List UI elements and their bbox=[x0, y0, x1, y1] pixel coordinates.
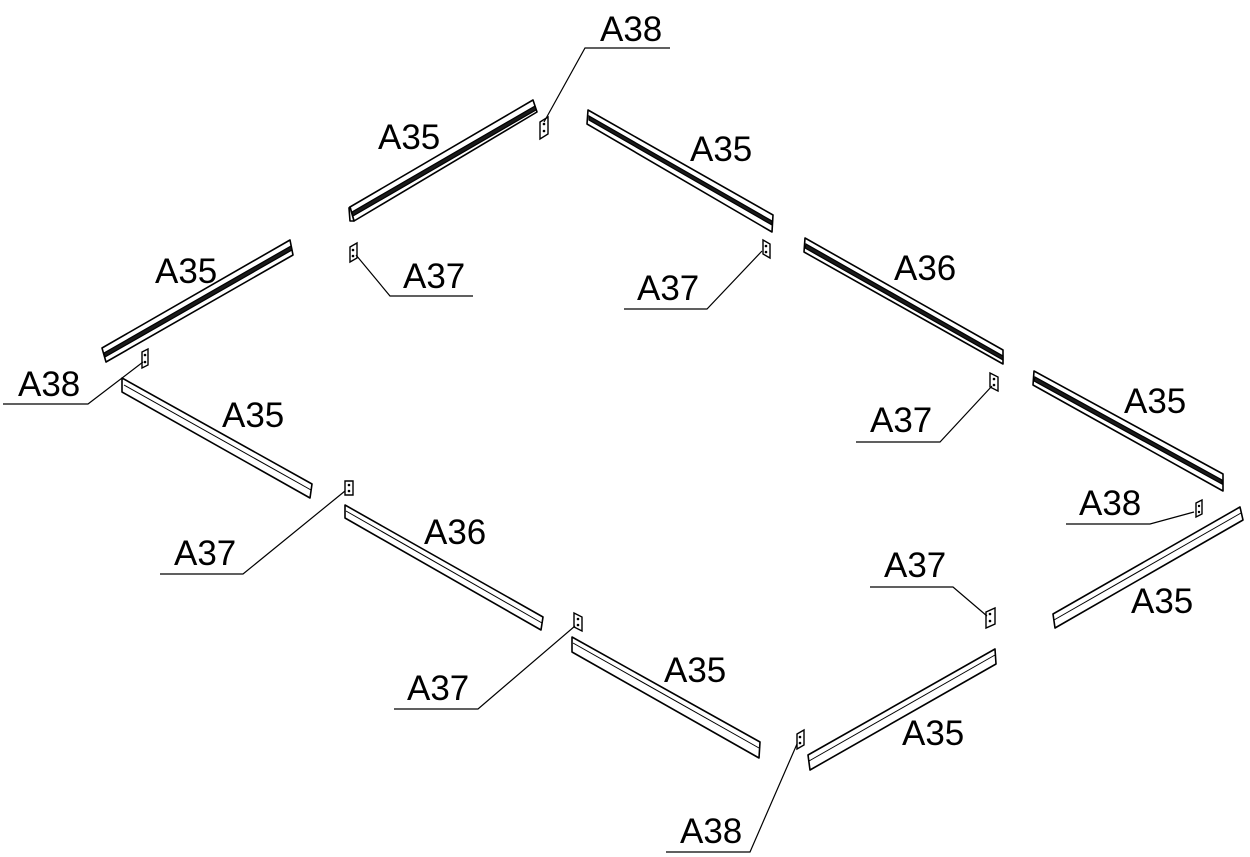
label-a37-bottom-left: A37 bbox=[407, 669, 469, 708]
label-a36-lower-left: A36 bbox=[424, 513, 486, 552]
label-a36-upper-right: A36 bbox=[894, 249, 956, 288]
bracket-a37-left-inner bbox=[349, 241, 358, 264]
rail-a35-right bbox=[1032, 370, 1224, 492]
rail-a35-top-left bbox=[348, 99, 538, 222]
labels: A38 A35 A35 A35 A37 A37 A36 A38 A35 A37 … bbox=[18, 10, 1193, 851]
label-a37-lower-right: A37 bbox=[884, 546, 946, 585]
label-a35-right: A35 bbox=[1124, 382, 1186, 421]
label-a37-left-inner: A37 bbox=[403, 257, 465, 296]
bracket-a37-right-inner bbox=[762, 238, 771, 260]
bracket-a38-bottom bbox=[796, 728, 805, 751]
label-a38-right: A38 bbox=[1079, 484, 1141, 523]
bracket-a38-right bbox=[1195, 498, 1203, 519]
label-a35-top-left: A35 bbox=[378, 118, 440, 157]
rail-a35-top-right bbox=[586, 109, 774, 233]
leader-lines bbox=[3, 47, 1195, 853]
label-a35-lower-right: A35 bbox=[1131, 582, 1193, 621]
brackets bbox=[141, 115, 1203, 751]
rail-a35-right-lower bbox=[1052, 506, 1244, 629]
label-a37-lower-left: A37 bbox=[174, 534, 236, 573]
label-a35-left: A35 bbox=[155, 252, 217, 291]
beams bbox=[101, 99, 1244, 771]
rail-a35-left bbox=[101, 239, 294, 363]
rail-a35-lower-left bbox=[121, 377, 313, 499]
rail-a35-bottom-left bbox=[571, 636, 761, 759]
bracket-a37-bottom-left bbox=[573, 611, 583, 633]
bracket-a37-right bbox=[989, 371, 999, 393]
label-a35-lower-left: A35 bbox=[222, 396, 284, 435]
bracket-a37-lower-left bbox=[344, 480, 354, 496]
rail-a36-lower-left bbox=[344, 504, 544, 631]
label-a35-top-right: A35 bbox=[690, 130, 752, 169]
bracket-a37-lower-right bbox=[985, 606, 996, 630]
rail-a35-bottom-right bbox=[807, 648, 997, 771]
label-a38-top: A38 bbox=[600, 10, 662, 49]
label-a35-bottom-right: A35 bbox=[902, 714, 964, 753]
bracket-a38-top bbox=[539, 115, 549, 141]
label-a37-right: A37 bbox=[870, 401, 932, 440]
label-a35-bottom-left: A35 bbox=[664, 651, 726, 690]
label-a38-bottom: A38 bbox=[680, 812, 742, 851]
label-a37-right-inner: A37 bbox=[637, 269, 699, 308]
bracket-a38-left bbox=[141, 347, 149, 370]
rail-a36-upper-right bbox=[803, 237, 1004, 365]
label-a38-left: A38 bbox=[18, 365, 80, 404]
